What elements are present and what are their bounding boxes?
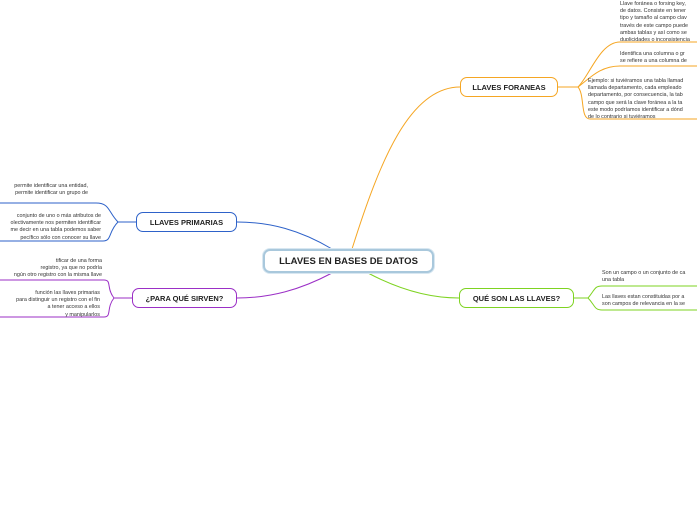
link-primarias-leaf-1 (0, 202, 119, 223)
node-llaves-primarias[interactable]: LLAVES PRIMARIAS (136, 212, 237, 232)
link-primarias-leaf-2 (0, 221, 119, 242)
sirven-leaf-unique-identify[interactable]: tificar de una forma registro, ya que no… (13, 258, 102, 279)
link-foraneas-leaf-1 (577, 41, 697, 88)
link-root-sirven (236, 272, 333, 299)
que-son-leaf-field[interactable]: Son un campo o un conjunto de ca una tab… (602, 270, 686, 284)
root-node[interactable]: LLAVES EN BASES DE DATOS (263, 249, 434, 273)
link-foraneas-leaf-2 (577, 65, 697, 88)
primarias-leaf-identify-entity[interactable]: permite identificar una entidad, permite… (14, 183, 88, 197)
node-llaves-foraneas[interactable]: LLAVES FORANEAS (460, 77, 558, 97)
sirven-leaf-function[interactable]: función las llaves primarias para distin… (16, 290, 100, 318)
que-son-leaf-constituted[interactable]: Las llaves estan constituidas por a son … (602, 294, 686, 308)
root-node-label: LLAVES EN BASES DE DATOS (279, 255, 418, 267)
primarias-leaf-attribute-set[interactable]: conjunto de uno o más atributos de olect… (10, 213, 102, 241)
node-para-que-sirven-label: ¿PARA QUÉ SIRVEN? (145, 293, 224, 303)
foraneas-leaf-definition[interactable]: Llave foránea o forsing key, de datos. C… (620, 1, 690, 41)
link-root-foraneas (351, 86, 461, 250)
link-sirven-leaf-1 (0, 279, 115, 299)
link-sirven-leaf-2 (0, 297, 115, 318)
link-root-primarias (236, 221, 333, 250)
node-llaves-foraneas-label: LLAVES FORANEAS (472, 82, 546, 92)
link-que-son-leaf-1 (587, 285, 697, 299)
node-llaves-primarias-label: LLAVES PRIMARIAS (149, 217, 224, 227)
node-que-son-las-llaves[interactable]: QUÉ SON LAS LLAVES? (459, 288, 574, 308)
link-root-que-son (367, 272, 460, 299)
link-que-son-leaf-2 (587, 297, 697, 311)
foraneas-leaf-example[interactable]: Ejemplo: si tuviéramos una tabla llamad … (588, 78, 684, 118)
link-foraneas-leaf-3 (577, 86, 697, 120)
node-para-que-sirven[interactable]: ¿PARA QUÉ SIRVEN? (132, 288, 237, 308)
node-que-son-las-llaves-label: QUÉ SON LAS LLAVES? (472, 293, 561, 303)
foraneas-leaf-identifies[interactable]: Identifica una columna o gr se refiere a… (620, 51, 687, 65)
